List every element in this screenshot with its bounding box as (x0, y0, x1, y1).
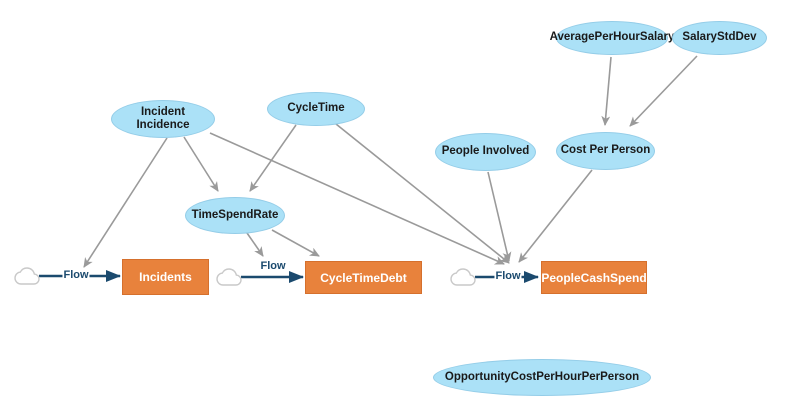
variable-label: AveragePerHourSalary (549, 31, 675, 44)
variable-cycletime[interactable]: CycleTime (267, 92, 365, 126)
link-timespendrate-to-cycletimedebt[interactable] (271, 229, 320, 257)
link-costperperson-to-peoplecashspend-flow[interactable] (518, 169, 593, 263)
link-averageperhoursalary-to-costperperson[interactable] (601, 56, 612, 126)
variable-label: CycleTime (287, 102, 345, 115)
variable-label: Incident Incidence (136, 105, 190, 131)
cloud-source-cycletimedebt-icon[interactable] (216, 268, 242, 286)
link-cycletime-to-timespendrate[interactable] (249, 124, 297, 192)
link-timespendrate-to-cycletimedebt-flow[interactable] (246, 232, 264, 257)
variable-label: TimeSpendRate (191, 208, 279, 221)
link-peopleinvolved-to-peoplecashspend-flow[interactable] (487, 171, 512, 262)
variable-averageperhoursalary[interactable]: AveragePerHourSalary (550, 21, 674, 55)
stock-cycletimedebt[interactable]: CycleTimeDebt (305, 261, 422, 294)
variable-timespendrate[interactable]: TimeSpendRate (185, 197, 285, 234)
variable-salarystddev[interactable]: SalaryStdDev (672, 21, 767, 55)
stock-label: CycleTimeDebt (320, 270, 407, 285)
link-cycletime-to-peoplecashspend-flow[interactable] (335, 123, 510, 264)
variable-label: Cost Per Person (560, 144, 651, 157)
variable-label: OpportunityCostPerHourPerPerson (444, 370, 640, 383)
variable-label: People Involved (441, 145, 530, 158)
flow-valve-cycletimedebt[interactable]: Flow (259, 259, 287, 273)
variable-incident-incidence[interactable]: Incident Incidence (111, 100, 215, 138)
link-incidentincidence-to-timespendrate[interactable] (183, 136, 219, 192)
cloud-source-peoplecashspend-icon[interactable] (450, 268, 476, 286)
stock-label: PeopleCashSpend (541, 270, 647, 285)
variable-opportunitycostperhourperperson[interactable]: OpportunityCostPerHourPerPerson (433, 359, 651, 396)
link-incidentincidence-to-incidents-flow[interactable] (83, 137, 168, 268)
stock-peoplecashspend[interactable]: PeopleCashSpend (541, 261, 647, 294)
link-salarystddev-to-costperperson[interactable] (629, 55, 698, 127)
variable-cost-per-person[interactable]: Cost Per Person (556, 132, 655, 170)
flow-valve-incidents[interactable]: Flow (62, 268, 90, 282)
link-incidentincidence-to-peoplecashspend-flow[interactable] (209, 132, 505, 265)
variable-label: SalaryStdDev (682, 31, 757, 44)
stock-incidents[interactable]: Incidents (122, 259, 209, 295)
flow-valve-peoplecashspend[interactable]: Flow (494, 269, 522, 283)
variable-people-involved[interactable]: People Involved (435, 133, 536, 171)
cloud-source-incidents-icon[interactable] (14, 267, 40, 285)
stock-label: Incidents (139, 270, 192, 284)
